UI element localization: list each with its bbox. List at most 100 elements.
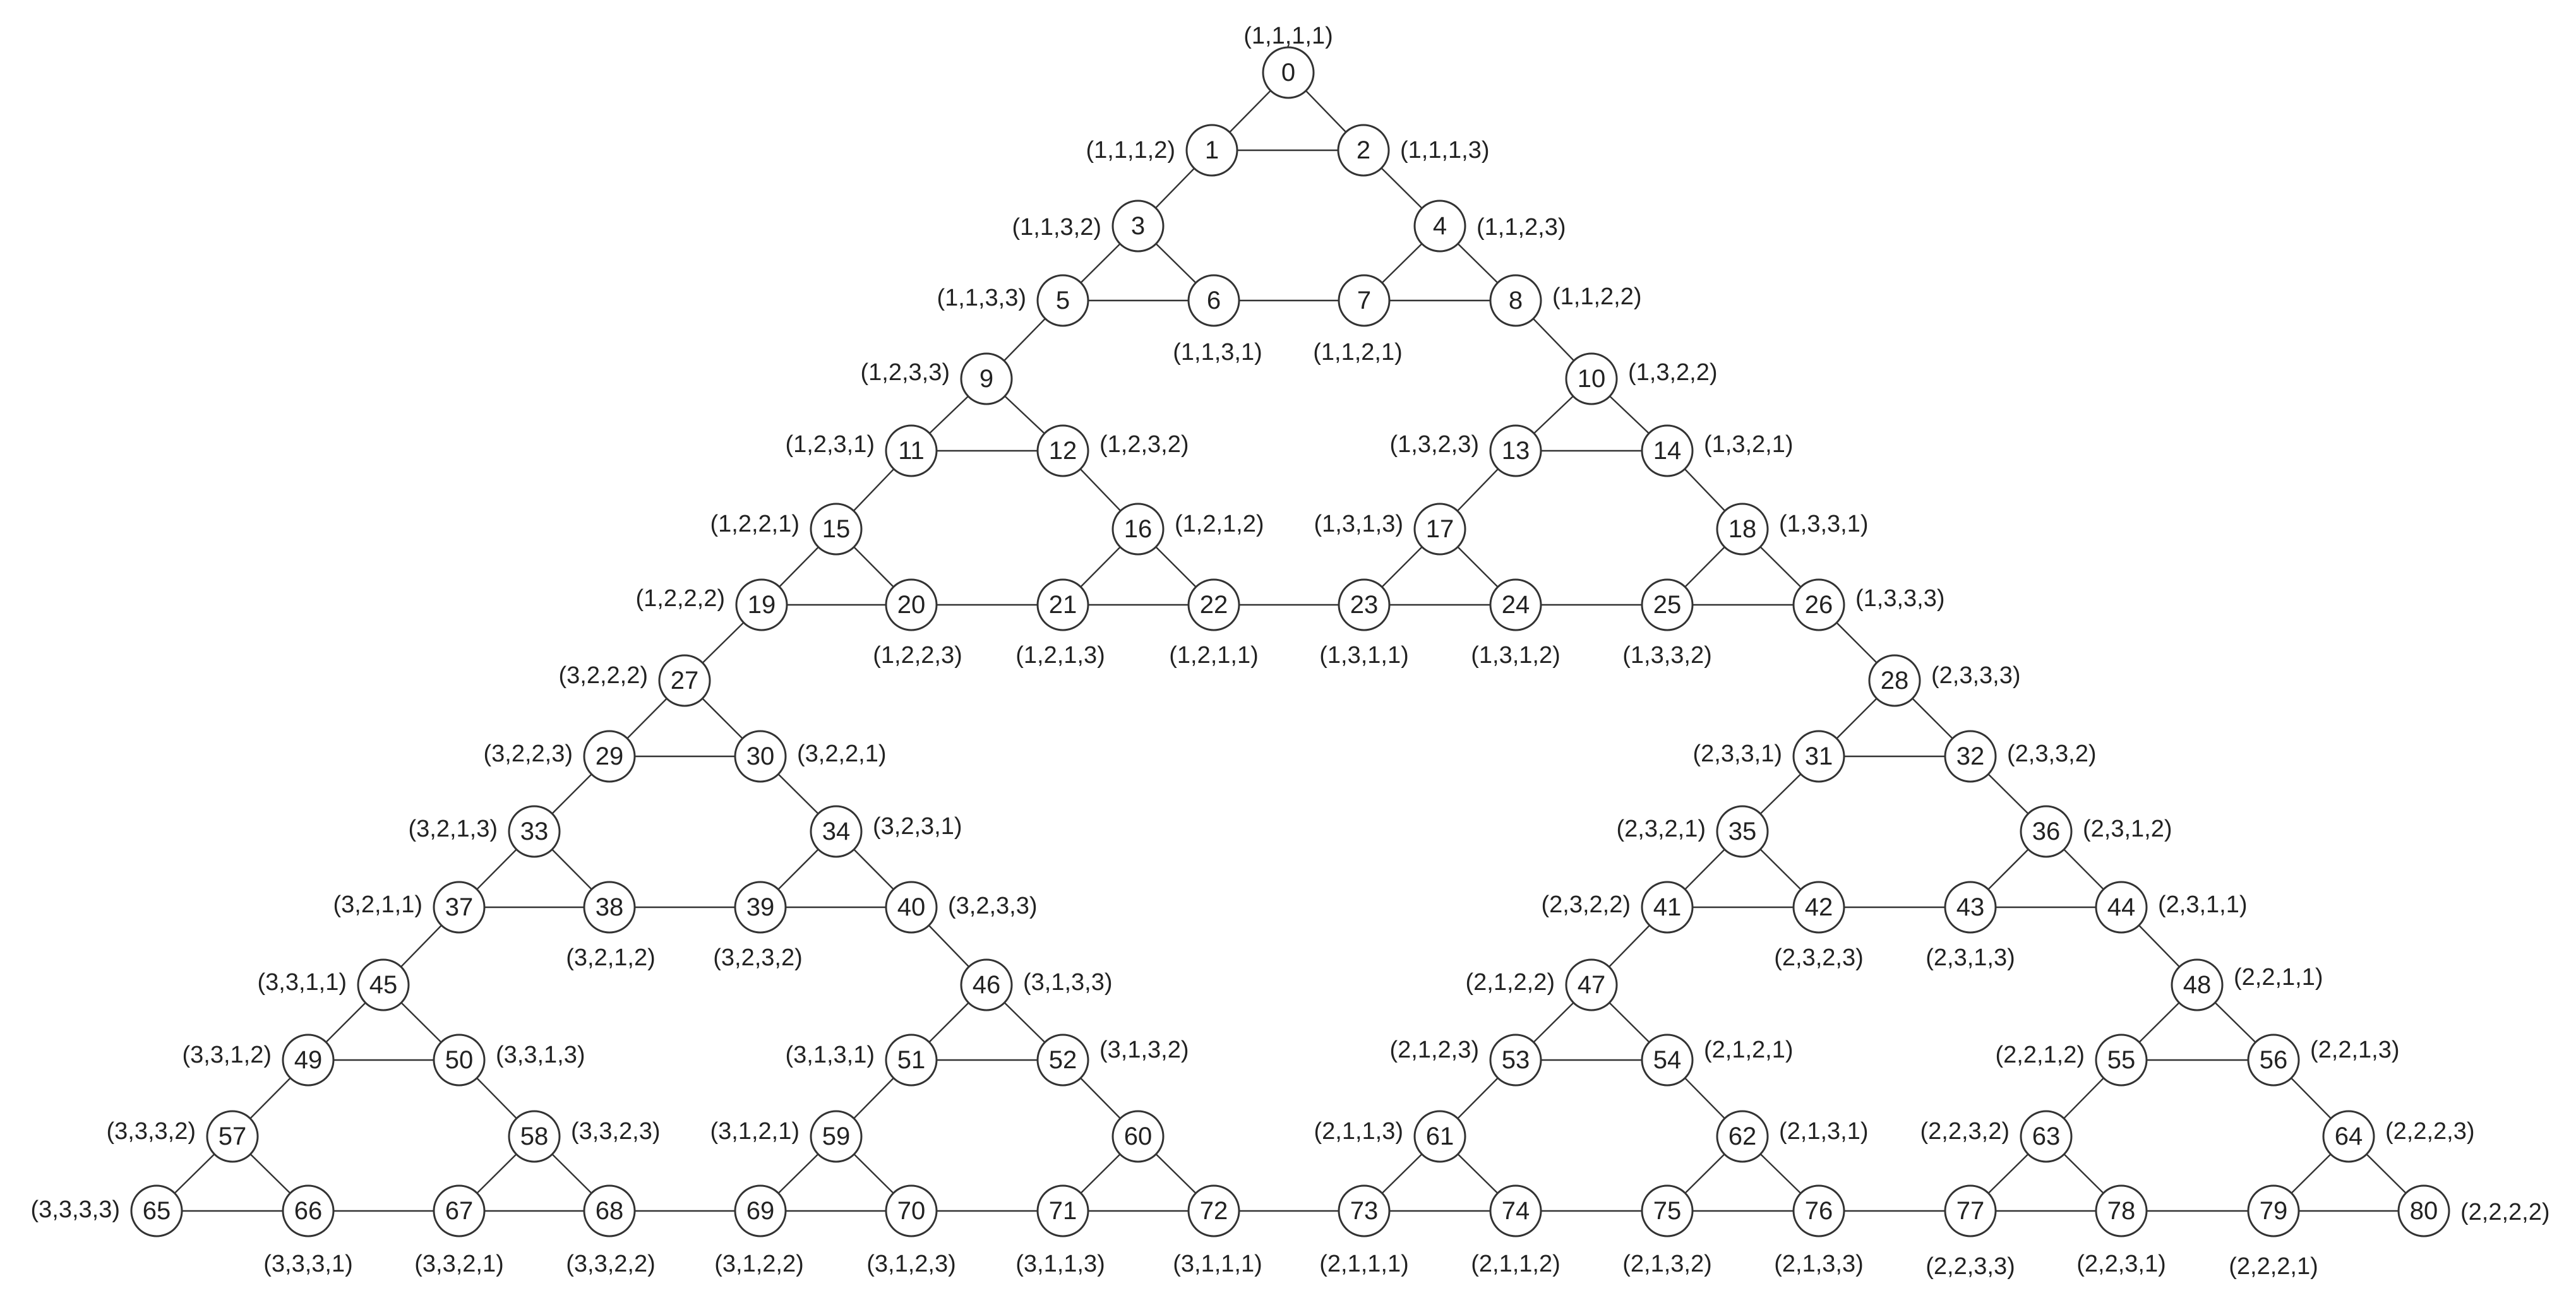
node-circle [885,1034,938,1087]
node-coordinate-label: (2,3,2,3) [1774,944,1864,971]
node-coordinate-label: (2,1,2,2) [1465,969,1555,996]
node-10: 10(1,3,2,2) [1565,352,1718,405]
node-number: 10 [1578,365,1606,393]
node-number: 37 [445,893,474,921]
node-coordinate-label: (3,1,1,3) [1015,1251,1105,1277]
node-coordinate-label: (1,2,3,1) [785,431,875,458]
node-coordinate-label: (3,3,2,3) [571,1118,661,1145]
node-circle [810,1110,863,1163]
node-number: 75 [1653,1197,1682,1225]
node-number: 52 [1049,1046,1077,1074]
node-number: 22 [1200,591,1228,619]
node-coordinate-label: (2,2,2,1) [2229,1253,2318,1280]
node-number: 55 [2107,1046,2136,1074]
node-circle [885,1184,938,1237]
node-number: 33 [520,818,549,845]
node-coordinate-label: (1,2,1,2) [1175,511,1264,537]
node-number: 68 [596,1197,624,1225]
node-48: 48(2,2,1,1) [2171,958,2323,1011]
node-17: 17(1,3,1,3) [1314,503,1466,556]
node-66: 66 (3,3,3,1) [263,1184,353,1277]
node-number: 53 [1502,1046,1530,1074]
node-61: 61(2,1,1,3) [1314,1110,1466,1163]
node-number: 27 [671,667,699,694]
node-72: 72(3,1,1,1) [1173,1184,1262,1277]
node-coordinate-label: (3,1,3,3) [1023,969,1113,996]
node-number: 63 [2032,1123,2061,1150]
node-circle [508,805,561,858]
node-number: 51 [897,1046,926,1074]
node-coordinate-label: (2,3,1,1) [2158,891,2248,918]
node-19: 19(1,2,2,2) [635,578,788,631]
node-coordinate-label: (1,3,3,1) [1779,511,1869,537]
node-coordinate-label: (3,1,2,3) [866,1251,956,1277]
node-circle [1641,578,1694,631]
node-coordinate-label: (3,2,2,2) [558,662,648,689]
node-76: 76(2,1,3,3) [1774,1184,1864,1277]
node-number: 40 [897,893,926,921]
node-coordinate-label: (1,1,2,3) [1477,214,1566,241]
node-circle [1036,1184,1089,1237]
node-74: 74(2,1,1,2) [1471,1184,1561,1277]
node-number: 39 [746,893,775,921]
node-15: 15(1,2,2,1) [710,503,863,556]
node-circle [1792,1184,1845,1237]
node-number: 7 [1357,287,1371,314]
node-circle [2322,1110,2375,1163]
node-circle [1036,1034,1089,1087]
node-circle [1413,503,1466,556]
node-number: 12 [1049,437,1077,465]
node-67: 67 (3,3,2,1) [414,1184,504,1277]
node-coordinate-label: (2,2,2,3) [2385,1118,2475,1145]
node-circle [1413,200,1466,253]
node-coordinate-label: (3,3,1,2) [182,1042,272,1068]
node-number: 71 [1049,1197,1077,1225]
node-circle [130,1184,183,1237]
node-number: 1 [1205,136,1219,164]
node-circle [1111,200,1165,253]
node-4: 4 (1,1,2,3) [1413,200,1566,253]
node-41: 41(2,3,2,2) [1541,881,1694,934]
node-63: 63(2,2,3,2) [1920,1110,2073,1163]
node-number: 29 [596,742,624,770]
node-coordinate-label: (2,3,3,3) [1931,662,2021,689]
node-circle [734,1184,787,1237]
node-number: 15 [822,515,851,543]
node-number: 78 [2107,1197,2136,1225]
node-number: 66 [294,1197,323,1225]
node-circle [885,424,938,477]
node-number: 4 [1433,212,1447,240]
node-circle [433,881,486,934]
node-coordinate-label: (1,2,2,3) [873,642,962,669]
node-78: 78(2,2,3,1) [2076,1184,2166,1277]
node-number: 41 [1653,893,1682,921]
node-circle [2020,805,2073,858]
node-circle [282,1034,335,1087]
node-13: 13(1,3,2,3) [1389,424,1542,477]
node-circle [735,578,788,631]
node-38: 38(3,2,1,2) [566,881,656,971]
node-number: 62 [1728,1123,1757,1150]
node-number: 60 [1124,1123,1153,1150]
node-circle [1868,654,1921,707]
node-number: 80 [2410,1197,2438,1225]
node-number: 30 [746,742,775,770]
node-64: 64(2,2,2,3) [2322,1110,2475,1163]
node-circle [1641,881,1694,934]
node-0: 0(1,1,1,1) [1243,23,1333,99]
node-coordinate-label: (3,3,2,1) [414,1251,504,1277]
node-number: 13 [1502,437,1530,465]
node-number: 32 [1956,742,1985,770]
node-24: 24(1,3,1,2) [1471,578,1561,669]
node-5: 5(1,1,3,3) [937,274,1089,327]
node-8: 8(1,1,2,2) [1489,274,1642,327]
node-number: 26 [1805,591,1833,619]
node-coordinate-label: (2,2,1,3) [2310,1037,2400,1063]
node-coordinate-label: (3,3,3,1) [263,1251,353,1277]
node-23: 23(1,3,1,1) [1319,578,1409,669]
node-circle [433,1034,486,1087]
node-number: 67 [445,1197,474,1225]
node-circle [2095,1184,2148,1237]
node-coordinate-label: (2,2,1,2) [1995,1042,2085,1068]
node-coordinate-label: (3,2,1,1) [333,891,422,918]
